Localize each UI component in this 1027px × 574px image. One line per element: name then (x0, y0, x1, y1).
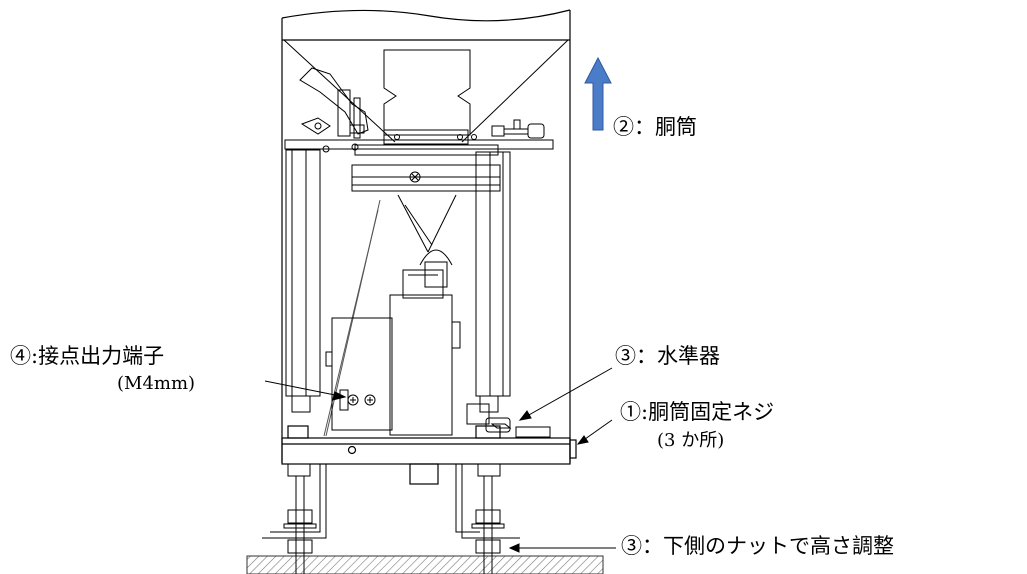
label-fix-screw-count: (3 か所) (657, 430, 725, 451)
base-plate (281, 425, 577, 485)
legs (262, 463, 520, 574)
fitting-right (491, 119, 545, 139)
barrel (281, 9, 571, 463)
terminal-screws (339, 389, 376, 411)
funnel (283, 39, 569, 145)
label-height-adjust: ③：下側のナットで高さ調整 (621, 534, 894, 558)
side-posts (285, 149, 511, 413)
lever-left (299, 67, 369, 139)
label-level: ③：水準器 (615, 344, 720, 368)
spirit-level (466, 403, 551, 438)
ground (246, 555, 604, 574)
label-fix-screw: ①:胴筒固定ネジ (620, 400, 775, 424)
leader-lines (264, 367, 616, 553)
upper-plate (284, 134, 554, 192)
label-barrel: ②：胴筒 (613, 115, 697, 139)
label-terminal-size: (M4mm) (117, 373, 196, 394)
label-terminal: ④:接点出力端子 (10, 344, 165, 368)
barrel-lift-arrow (584, 56, 612, 131)
switch-block (325, 269, 461, 436)
bucket-assembly (397, 194, 457, 288)
